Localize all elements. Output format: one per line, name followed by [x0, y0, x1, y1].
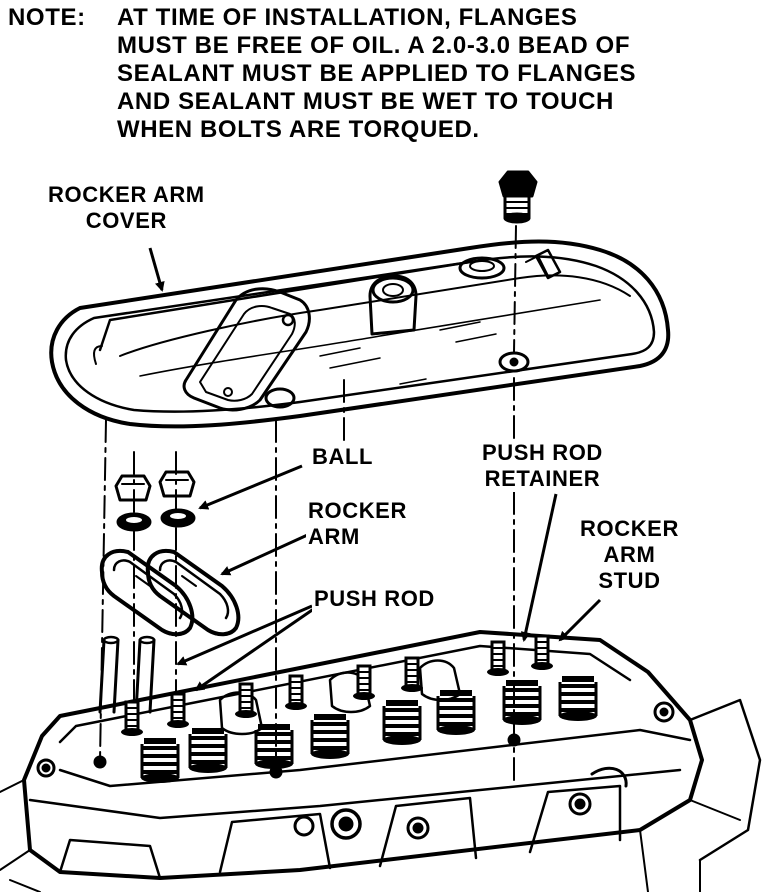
- label-push-rod: PUSH ROD: [312, 586, 437, 612]
- label-rocker-arm-cover: ROCKER ARM COVER: [46, 182, 207, 234]
- leader-lines: [148, 247, 602, 692]
- note-line-5: WHEN BOLTS ARE TORQUED.: [117, 116, 480, 143]
- note-heading: NOTE:: [8, 4, 86, 31]
- rocker-arm-cover-part: [49, 239, 671, 429]
- note-line-4: AND SEALANT MUST BE WET TO TOUCH: [117, 88, 614, 115]
- cylinder-head-part: [0, 630, 762, 892]
- rocker-stud-parts: [119, 634, 555, 738]
- label-rocker-arm-stud: ROCKER ARM STUD: [578, 516, 681, 594]
- label-ball: BALL: [310, 444, 376, 470]
- cover-bolt-part: [498, 170, 538, 224]
- rocker-arm-parts: [99, 549, 241, 637]
- ball-parts: [114, 470, 196, 532]
- note-line-2: MUST BE FREE OF OIL. A 2.0-3.0 BEAD OF: [117, 32, 631, 59]
- label-rocker-arm: ROCKER ARM: [306, 498, 409, 550]
- installation-note: NOTE: AT TIME OF INSTALLATION, FLANGES M…: [8, 4, 768, 144]
- note-line-3: SEALANT MUST BE APPLIED TO FLANGES: [117, 60, 637, 87]
- label-push-rod-retainer: PUSH ROD RETAINER: [480, 440, 605, 492]
- note-line-1: AT TIME OF INSTALLATION, FLANGES: [117, 4, 578, 31]
